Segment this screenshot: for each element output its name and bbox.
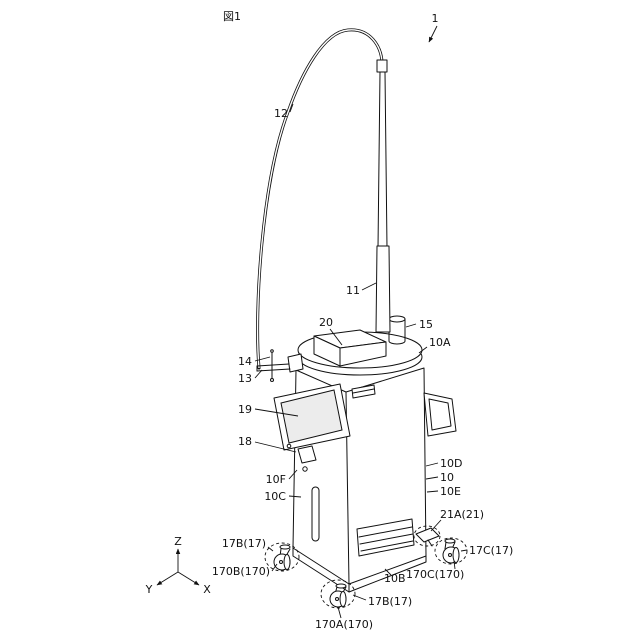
louver-vent (356, 518, 415, 557)
leader-14 (254, 356, 271, 362)
labels: 図1 1 12 11 20 15 10A 14 13 19 18 10F 10C… (212, 10, 513, 631)
label-20: 20 (319, 316, 333, 329)
leader-170B (271, 563, 278, 572)
handpiece (375, 59, 391, 333)
label-19: 19 (238, 403, 252, 416)
label-1: 1 (432, 12, 439, 25)
label-17B-front: 17B(17) (368, 595, 412, 608)
label-10E: 10E (440, 485, 461, 498)
x-axis-arrow (177, 571, 200, 586)
label-13: 13 (238, 372, 252, 385)
leader-10A (418, 346, 428, 354)
label-11: 11 (346, 284, 360, 297)
display-screen (280, 389, 343, 444)
arrow-1 (428, 25, 438, 43)
label-10C: 10C (264, 490, 286, 503)
top-vent (351, 384, 376, 399)
leader-20 (329, 328, 343, 346)
leader-10B (384, 568, 392, 576)
leader-11 (361, 282, 377, 291)
caster-front (329, 583, 347, 608)
leader-12 (289, 103, 294, 113)
leader-13 (254, 369, 263, 379)
axis-indicator: Z Y X (145, 535, 212, 596)
probe-body (375, 245, 391, 333)
cable-ferrule (376, 59, 388, 73)
figure-number: 図1 (223, 10, 241, 23)
leader-17B-left (267, 546, 274, 552)
leader-10E (426, 490, 439, 493)
label-170B: 170B(170) (212, 565, 270, 578)
probe-shaft (377, 71, 388, 249)
highlight-caster-left (264, 542, 300, 572)
leader-10C (288, 495, 302, 498)
leader-10D (425, 462, 439, 467)
label-15: 15 (419, 318, 433, 331)
leader-17B-front (352, 594, 367, 601)
label-10: 10 (440, 471, 454, 484)
fiber-cable (256, 28, 384, 370)
caster-left (273, 544, 291, 571)
connector-assembly (256, 349, 304, 382)
highlight-caster-right (434, 537, 468, 565)
leader-17C (460, 549, 468, 552)
caster-right (442, 538, 460, 564)
label-17C: 17C(17) (469, 544, 513, 557)
label-10B: 10B (384, 572, 406, 585)
top-unit-box (313, 329, 387, 367)
display-assembly (273, 383, 351, 464)
connector-mount (287, 353, 304, 373)
highlight-brake (413, 525, 441, 547)
label-17B-left: 17B(17) (222, 537, 266, 550)
x-axis-label: X (203, 583, 211, 596)
leader-21A (430, 519, 442, 532)
vent-slot (311, 486, 320, 542)
leader-19 (254, 408, 299, 417)
power-button (302, 466, 308, 472)
leader-170C (453, 560, 456, 570)
z-axis-label: Z (174, 535, 182, 548)
display-arm (297, 445, 317, 464)
leader-15 (405, 323, 417, 328)
leader-10 (425, 476, 439, 480)
display-button (286, 443, 292, 449)
y-axis-arrow (156, 571, 179, 586)
side-handle (423, 392, 457, 437)
label-10F: 10F (266, 473, 286, 486)
label-21A: 21A(21) (440, 508, 484, 521)
leader-170A (337, 606, 342, 619)
label-10A: 10A (429, 336, 451, 349)
label-12: 12 (274, 107, 288, 120)
label-18: 18 (238, 435, 252, 448)
leader-lines (254, 103, 468, 619)
leader-18 (254, 441, 297, 453)
y-axis-label: Y (145, 583, 153, 596)
label-170C: 170C(170) (406, 568, 464, 581)
label-14: 14 (238, 355, 252, 368)
leader-10F (288, 469, 298, 480)
label-10D: 10D (440, 457, 462, 470)
label-170A: 170A(170) (315, 618, 373, 631)
